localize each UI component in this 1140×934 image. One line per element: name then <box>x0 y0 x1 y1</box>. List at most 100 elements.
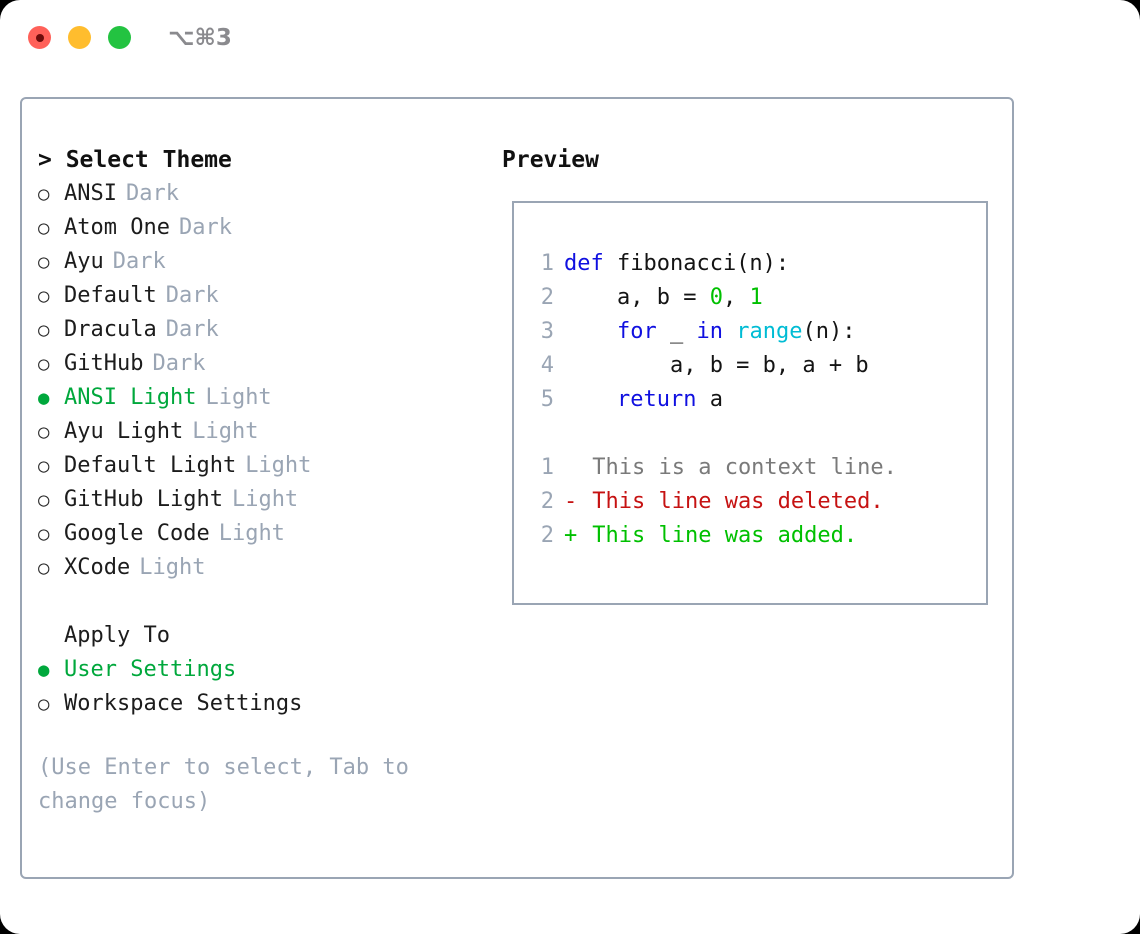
radio-selected-icon[interactable]: ● <box>38 659 50 681</box>
theme-option-row[interactable]: ○ Default Light Light <box>38 449 478 483</box>
theme-variant-badge: Dark <box>112 249 166 274</box>
theme-name-label: ANSI Light <box>64 385 197 410</box>
radio-selected-icon[interactable]: ● <box>38 387 50 409</box>
line-number: 2 <box>540 489 554 514</box>
theme-variant-badge: Dark <box>165 283 219 308</box>
diff-text: This line was deleted. <box>579 489 884 514</box>
apply-to-list: ● User Settings ○ Workspace Settings <box>38 653 478 721</box>
code-line: 2 a, b = 0, 1 <box>528 281 980 315</box>
radio-unselected-icon[interactable]: ○ <box>38 217 50 239</box>
diff-marker <box>564 451 579 485</box>
code-text: return a <box>564 383 723 417</box>
diff-sample: 1 This is a context line. 2- This line wa… <box>528 451 980 553</box>
diff-line: 2+ This line was added. <box>528 519 980 553</box>
radio-unselected-icon[interactable]: ○ <box>38 523 50 545</box>
code-text: for _ in range(n): <box>564 315 855 349</box>
code-token: _ <box>656 319 697 344</box>
code-token: a, b = <box>564 285 710 310</box>
theme-option-row[interactable]: ● ANSI Light Light <box>38 381 478 415</box>
theme-variant-badge: Dark <box>178 215 232 240</box>
code-token: , <box>722 285 750 310</box>
theme-option-row[interactable]: ○ Dracula Dark <box>38 313 478 347</box>
theme-option-row[interactable]: ○ Google Code Light <box>38 517 478 551</box>
theme-variant-badge: Light <box>205 385 272 410</box>
code-line: 4 a, b = b, a + b <box>528 349 980 383</box>
theme-variant-badge: Light <box>218 521 285 546</box>
code-line: 5 return a <box>528 383 980 417</box>
code-token: return <box>616 387 697 412</box>
code-token: range <box>736 319 803 344</box>
spacer <box>528 417 980 451</box>
line-number: 1 <box>540 251 554 276</box>
radio-unselected-icon[interactable]: ○ <box>38 353 50 375</box>
code-line: 3 for _ in range(n): <box>528 315 980 349</box>
theme-option-row[interactable]: ○ Default Dark <box>38 279 478 313</box>
radio-unselected-icon[interactable]: ○ <box>38 285 50 307</box>
code-token <box>564 387 617 412</box>
radio-unselected-icon[interactable]: ○ <box>38 489 50 511</box>
theme-name-label: Ayu <box>64 249 104 274</box>
theme-name-label: ANSI <box>64 181 117 206</box>
traffic-lights <box>28 26 131 49</box>
apply-to-option-row[interactable]: ○ Workspace Settings <box>38 687 478 721</box>
radio-unselected-icon[interactable]: ○ <box>38 251 50 273</box>
theme-variant-badge: Light <box>245 453 312 478</box>
theme-name-label: GitHub Light <box>64 487 223 512</box>
theme-option-row[interactable]: ○ ANSI Dark <box>38 177 478 211</box>
theme-name-label: Atom One <box>64 215 170 240</box>
theme-variant-badge: Dark <box>125 181 179 206</box>
code-token: def <box>564 251 617 276</box>
theme-variant-badge: Dark <box>165 317 219 342</box>
diff-text: This is a context line. <box>579 455 897 480</box>
theme-name-label: Dracula <box>64 317 157 342</box>
title-bar: ⌥⌘3 <box>0 0 1140 77</box>
theme-name-label: Default Light <box>64 453 237 478</box>
radio-unselected-icon[interactable]: ○ <box>38 693 50 715</box>
code-token: (n): <box>802 319 856 344</box>
apply-to-heading: Apply To <box>64 623 170 648</box>
apply-to-label: User Settings <box>64 657 237 682</box>
minimize-window-button[interactable] <box>68 26 91 49</box>
code-token: 1 <box>749 285 763 310</box>
radio-unselected-icon[interactable]: ○ <box>38 183 50 205</box>
code-token <box>723 319 736 344</box>
theme-option-row[interactable]: ○ GitHub Dark <box>38 347 478 381</box>
theme-option-row[interactable]: ○ GitHub Light Light <box>38 483 478 517</box>
theme-name-label: GitHub <box>64 351 144 376</box>
theme-name-label: Default <box>64 283 157 308</box>
radio-unselected-icon[interactable]: ○ <box>38 557 50 579</box>
theme-variant-badge: Light <box>231 487 299 512</box>
theme-option-row[interactable]: ○ Atom One Dark <box>38 211 478 245</box>
diff-line: 1 This is a context line. <box>528 451 980 485</box>
theme-name-label: Google Code <box>64 521 210 546</box>
theme-option-row[interactable]: ○ Ayu Dark <box>38 245 478 279</box>
theme-variant-badge: Dark <box>152 351 206 376</box>
radio-unselected-icon[interactable]: ○ <box>38 455 50 477</box>
keyboard-shortcut-label: ⌥⌘3 <box>168 25 232 51</box>
line-number: 2 <box>540 523 554 548</box>
apply-to-option-row[interactable]: ● User Settings <box>38 653 478 687</box>
preview-heading: Preview <box>502 147 599 173</box>
zoom-window-button[interactable] <box>108 26 131 49</box>
line-number: 5 <box>540 387 554 412</box>
apply-to-label: Workspace Settings <box>64 691 303 716</box>
code-token: for <box>616 319 657 344</box>
diff-marker: - <box>564 489 578 514</box>
close-window-button[interactable] <box>28 26 51 49</box>
code-token: in <box>696 319 723 344</box>
radio-unselected-icon[interactable]: ○ <box>38 421 50 443</box>
theme-variant-badge: Light <box>192 419 259 444</box>
line-number: 1 <box>540 455 554 480</box>
diff-marker: + <box>564 523 578 548</box>
radio-unselected-icon[interactable]: ○ <box>38 319 50 341</box>
